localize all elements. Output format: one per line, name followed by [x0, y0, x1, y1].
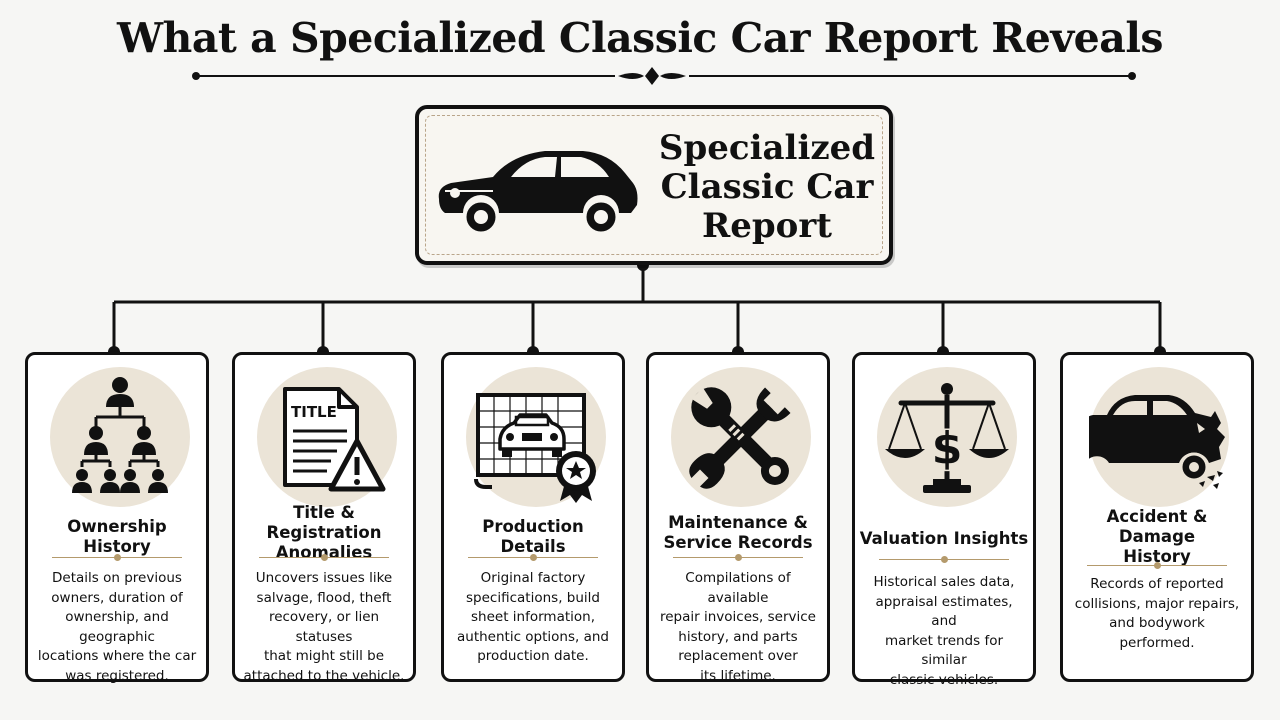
card-desc-line: Compilations of available — [685, 570, 791, 606]
blueprint-car-badge-icon — [474, 393, 596, 503]
card-desc-line: sheet information, — [471, 609, 595, 625]
card-accident-damage: Accident & Damage History Records of rep… — [1060, 352, 1254, 682]
card-maintenance-service: Maintenance & Service Records Compilatio… — [646, 352, 830, 684]
card-valuation-insights: $ Valuation Insights Historical sales da… — [852, 352, 1036, 688]
document-title-label: TITLE — [291, 403, 337, 421]
card-description: Uncovers issues like salvage, flood, the… — [243, 569, 405, 686]
card-desc-line: classic vehicles. — [889, 671, 999, 688]
title-ornament — [192, 67, 1136, 85]
hub-title: Specialized Classic Car Report — [657, 129, 877, 246]
card-desc-line: owners, duration of — [51, 589, 183, 606]
icon-badge — [1089, 367, 1229, 507]
card-title-line: Production Details — [482, 517, 584, 556]
card-desc-line: collisions, major repairs, — [1074, 595, 1240, 612]
icon-badge — [50, 367, 190, 507]
card-divider — [1087, 562, 1227, 569]
icon-badge — [671, 367, 811, 507]
hub-title-line: Report — [702, 206, 832, 246]
icon-badge: TITLE — [257, 367, 397, 507]
card-title: Valuation Insights — [859, 517, 1029, 561]
card-description: Original factory specifications, build s… — [452, 569, 614, 667]
card-description: Records of reported collisions, major re… — [1071, 575, 1243, 653]
svg-text:$: $ — [932, 423, 963, 474]
card-divider — [52, 554, 182, 561]
card-title-line: Ownership History — [67, 517, 167, 556]
card-desc-line: authentic options, and — [456, 628, 609, 645]
wrench-tools-icon — [689, 387, 791, 489]
card-title: Ownership History — [32, 515, 202, 559]
card-title-line: Valuation Insights — [859, 529, 1029, 548]
icon-badge — [466, 367, 606, 507]
card-desc-line: market trends for similar — [884, 632, 1004, 669]
hub-title-line: Specialized — [658, 128, 876, 168]
scales-dollar-icon: $ — [885, 383, 1009, 493]
card-divider — [879, 556, 1009, 563]
crashed-car-icon — [1089, 395, 1225, 489]
card-title-line: Accident & Damage — [1106, 507, 1208, 546]
card-desc-line: replacement over — [678, 648, 798, 664]
card-divider — [673, 554, 803, 561]
card-desc-line: Uncovers issues like — [255, 570, 393, 586]
card-desc-line: Records of reported — [1090, 576, 1224, 592]
card-desc-line: that might still be — [263, 648, 385, 664]
report-hub-box: Specialized Classic Car Report — [415, 105, 893, 265]
title-document-warning-icon: TITLE — [283, 387, 386, 492]
hub-title-line: Classic Car — [660, 167, 874, 207]
card-desc-line: repair invoices, service — [659, 609, 816, 625]
card-production-details: Production Details Original factory spec… — [441, 352, 625, 682]
card-desc-line: locations where the car — [37, 648, 197, 664]
card-title-line: Title & Registration — [266, 503, 382, 542]
classic-car-icon — [438, 151, 638, 235]
card-desc-line: recovery, or lien statuses — [268, 609, 380, 645]
card-desc-line: its lifetime. — [700, 667, 776, 684]
card-title-line: History — [1123, 547, 1191, 566]
card-desc-line: history, and parts — [678, 628, 798, 645]
card-title-line: Maintenance & — [668, 513, 808, 532]
card-desc-line: Original factory — [480, 570, 586, 586]
card-desc-line: performed. — [1119, 634, 1195, 651]
card-title: Production Details — [448, 515, 618, 559]
icon-badge: $ — [877, 367, 1017, 507]
page-title: What a Specialized Classic Car Report Re… — [116, 14, 1164, 62]
card-title-registration: TITLE Title & Registration Anomalies Unc… — [232, 352, 416, 684]
card-desc-line: and bodywork — [1109, 615, 1205, 631]
card-description: Historical sales data, appraisal estimat… — [863, 573, 1025, 690]
card-title: Maintenance & Service Records — [653, 511, 823, 555]
card-title: Title & Registration Anomalies — [239, 503, 409, 562]
card-desc-line: Details on previous — [52, 570, 182, 586]
card-desc-line: appraisal estimates, and — [875, 593, 1013, 630]
card-title: Accident & Damage History — [1067, 507, 1247, 566]
card-desc-line: was registered. — [65, 667, 169, 684]
card-desc-line: specifications, build — [466, 589, 600, 606]
card-desc-line: salvage, flood, theft — [256, 589, 392, 606]
card-ownership-history: Ownership History Details on previous ow… — [25, 352, 209, 684]
card-desc-line: Historical sales data, — [873, 574, 1015, 590]
card-divider — [259, 554, 389, 561]
ownership-tree-icon — [72, 377, 168, 493]
hub-dashed-frame — [425, 115, 883, 255]
card-desc-line: production date. — [477, 648, 589, 664]
card-description: Details on previous owners, duration of … — [36, 569, 198, 686]
card-divider — [468, 554, 598, 561]
card-desc-line: ownership, and geographic — [65, 609, 169, 645]
card-title-line: Service Records — [663, 533, 813, 552]
card-description: Compilations of available repair invoice… — [657, 569, 819, 686]
card-desc-line: attached to the vehicle. — [243, 667, 405, 684]
